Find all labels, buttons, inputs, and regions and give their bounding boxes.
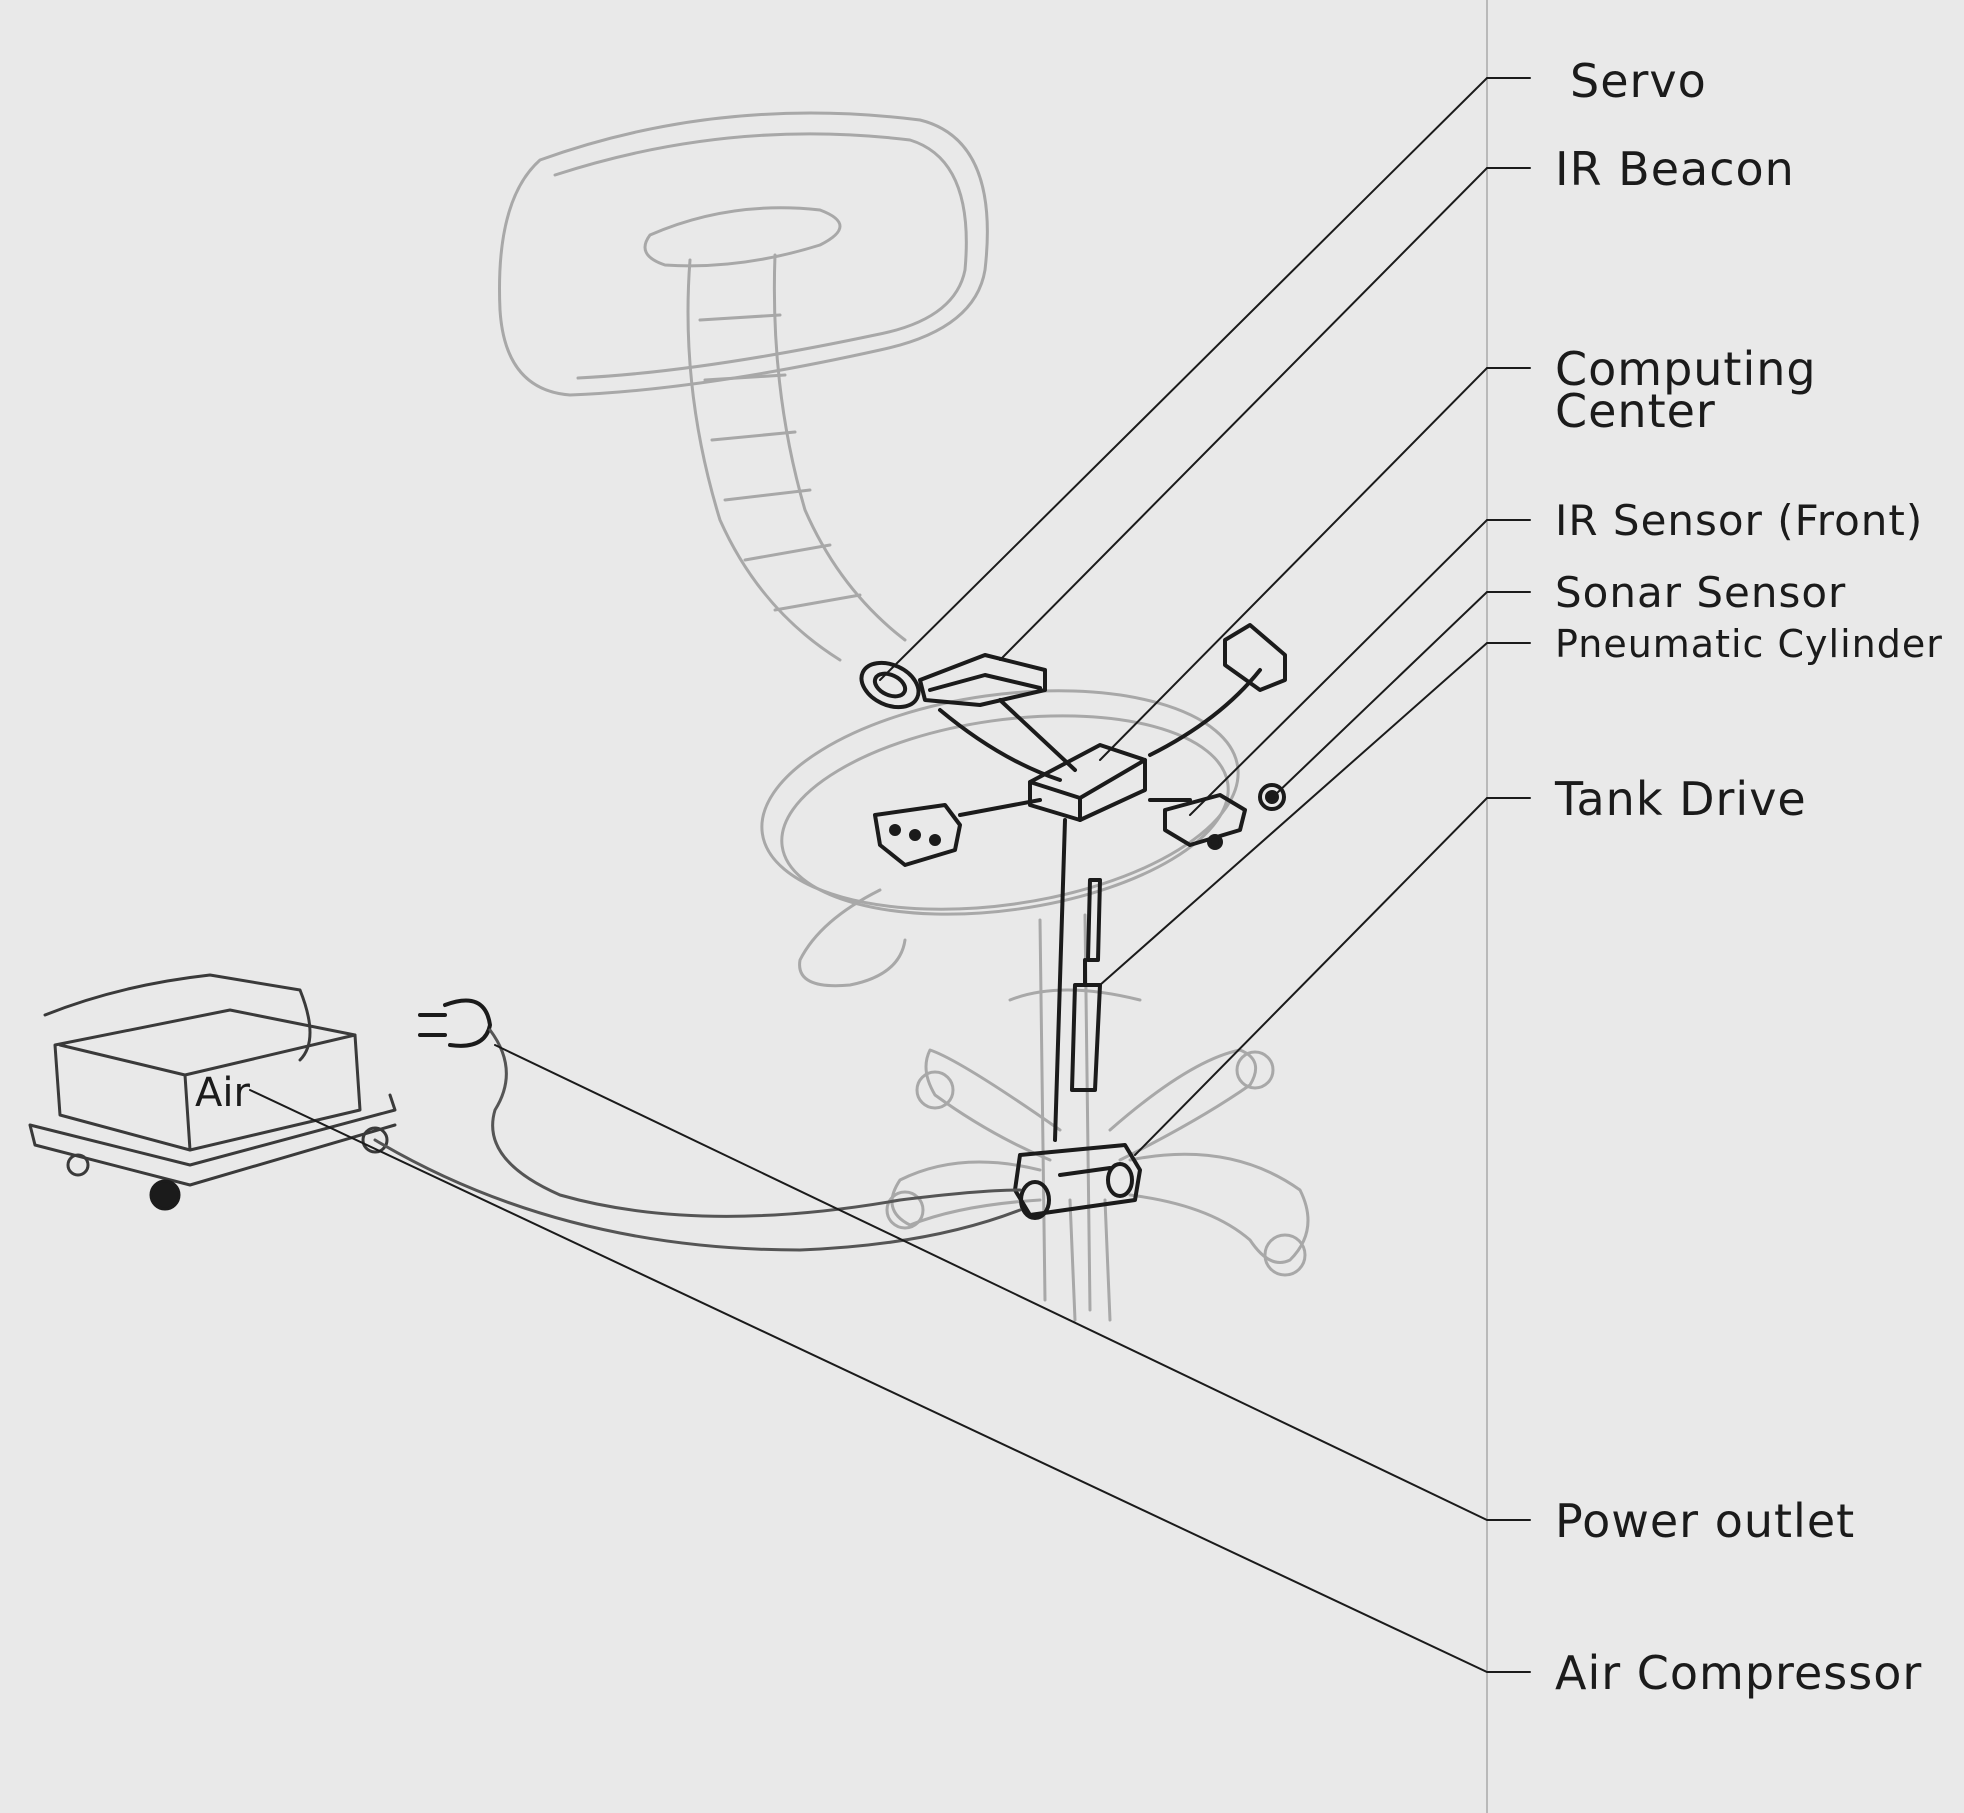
left-sensor-eye-1	[891, 826, 899, 834]
leader-computing-center	[1100, 368, 1530, 760]
label-air-compressor: Air Compressor	[1555, 1652, 1922, 1694]
sensor-dot	[1209, 836, 1221, 848]
label-ir-sensor-front: IR Sensor (Front)	[1555, 500, 1923, 542]
label-ir-beacon: IR Beacon	[1555, 148, 1795, 190]
plug-head	[445, 1001, 490, 1046]
label-computing-center: Computing Center	[1555, 348, 1817, 432]
leader-ir-beacon	[1000, 168, 1530, 660]
left-sensor-eye-3	[931, 836, 939, 844]
compressor-text: Air	[195, 1070, 250, 1116]
ir-sensor-front-shape	[1165, 795, 1245, 845]
servo-hub	[871, 669, 908, 701]
leader-lines	[250, 78, 1530, 1672]
backrest-inner	[555, 134, 966, 378]
tank-drive-tread	[1060, 1168, 1110, 1175]
label-pneumatic-cylinder: Pneumatic Cylinder	[1555, 623, 1943, 665]
back-bracket	[645, 208, 840, 266]
power-plug-shape	[420, 1001, 490, 1046]
chair-sketch	[500, 113, 1309, 1320]
rear-sensor-shape	[1225, 625, 1285, 690]
caster-3	[1265, 1235, 1305, 1275]
caster-1	[917, 1072, 953, 1108]
backrest	[500, 113, 988, 395]
tank-drive-shape	[1015, 1145, 1140, 1215]
seat-handle	[800, 890, 905, 986]
cords	[375, 1030, 1020, 1250]
left-sensor-eye-2	[911, 831, 919, 839]
ir-beacon-edge	[930, 675, 1040, 690]
base-leg-right	[1130, 1154, 1308, 1262]
seat-rim	[769, 690, 1241, 941]
label-power-outlet: Power outlet	[1555, 1500, 1855, 1542]
label-servo: Servo	[1570, 60, 1707, 102]
label-sonar-sensor: Sonar Sensor	[1555, 572, 1846, 614]
leader-air-compressor	[250, 1090, 1530, 1672]
computing-center-shape	[1030, 745, 1145, 820]
compressor-wheel-front	[151, 1181, 179, 1209]
center-rod	[1055, 820, 1065, 1140]
back-support-right	[774, 255, 905, 640]
base-leg-back-right	[1110, 1050, 1256, 1160]
robot-components	[854, 625, 1285, 1218]
leader-ir-sensor-front	[1190, 520, 1530, 815]
arm-back	[1150, 670, 1260, 755]
compressor-wheel-back	[68, 1155, 88, 1175]
power-cord	[490, 1030, 1020, 1216]
leader-tank-drive	[1135, 798, 1530, 1155]
servo-shape	[854, 654, 925, 716]
label-tank-drive: Tank Drive	[1555, 778, 1807, 820]
post	[1040, 915, 1090, 1310]
